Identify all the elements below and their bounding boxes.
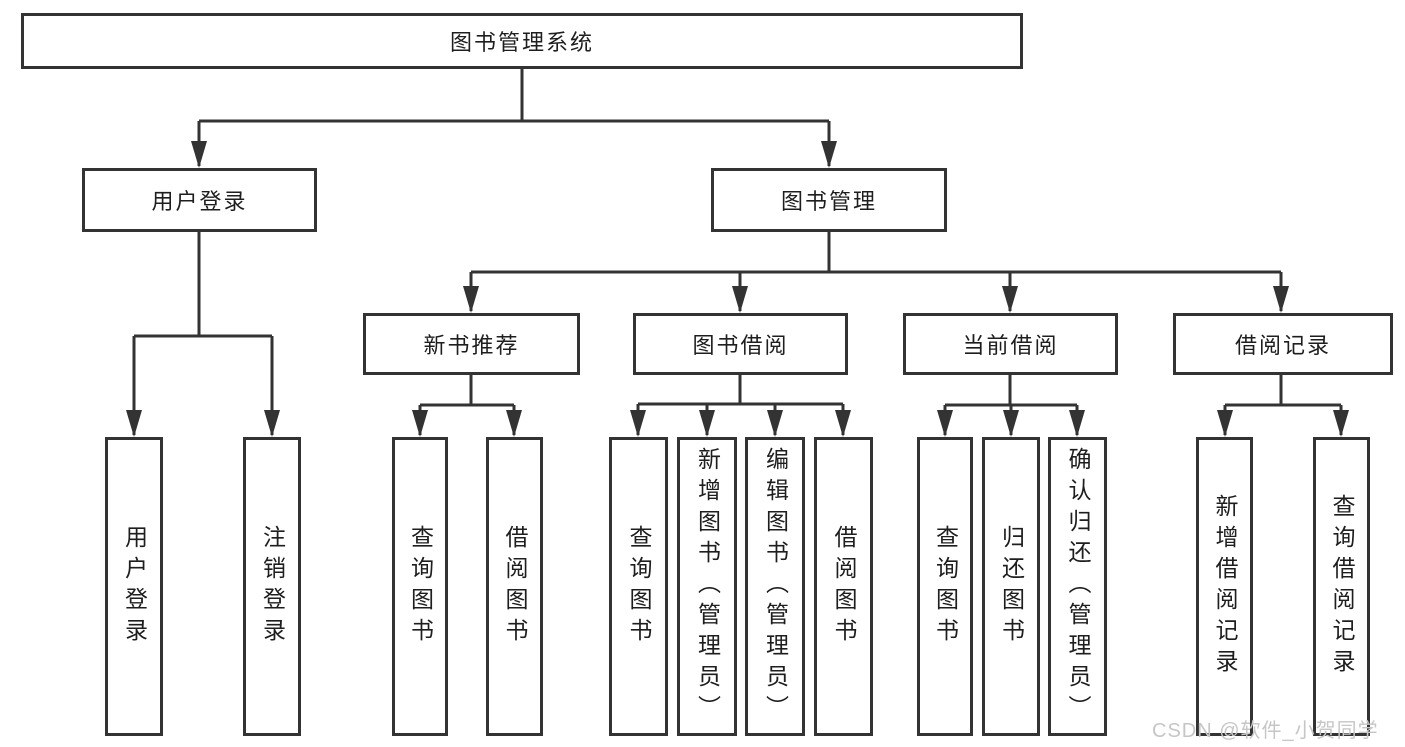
leaf-add-books-admin: 新增图书（管理员） [677, 437, 737, 736]
node-user-login-label: 用户登录 [151, 189, 248, 214]
leaf-query-books-current-label: 查询图书 [932, 524, 959, 649]
leaf-logout: 注销登录 [243, 437, 301, 736]
leaf-confirm-return-admin-label: 确认归还（管理员） [1065, 447, 1091, 726]
node-root: 图书管理系统 [21, 13, 1023, 69]
node-book-borrowing: 图书借阅 [633, 313, 848, 375]
node-borrowing-records-label: 借阅记录 [1234, 333, 1331, 358]
node-book-management: 图书管理 [711, 168, 947, 232]
leaf-edit-books-admin: 编辑图书（管理员） [745, 437, 805, 736]
leaf-borrow-books-recommend-label: 借阅图书 [502, 524, 528, 649]
leaf-query-books-recommend-label: 查询图书 [407, 524, 434, 649]
node-current-borrowing: 当前借阅 [903, 313, 1118, 375]
csdn-watermark: CSDN @软件_小贺同学 [1152, 720, 1379, 742]
leaf-edit-books-admin-label: 编辑图书（管理员） [762, 447, 789, 726]
connector-lines [132, 69, 1343, 435]
arrowheads [126, 141, 1349, 437]
leaf-borrow-books-recommend: 借阅图书 [486, 437, 543, 736]
leaf-query-borrow-record-label: 查询借阅记录 [1329, 493, 1355, 680]
leaf-add-books-admin-label: 新增图书（管理员） [694, 447, 721, 726]
node-user-login: 用户登录 [82, 168, 317, 232]
leaf-borrow-books: 借阅图书 [814, 437, 873, 736]
node-new-book-recommend-label: 新书推荐 [423, 333, 520, 358]
leaf-user-login-label: 用户登录 [121, 524, 148, 649]
leaf-borrow-books-label: 借阅图书 [831, 524, 857, 649]
leaf-confirm-return-admin: 确认归还（管理员） [1048, 437, 1107, 736]
node-book-borrowing-label: 图书借阅 [692, 333, 789, 358]
node-current-borrowing-label: 当前借阅 [962, 333, 1059, 358]
leaf-query-books-borrowing: 查询图书 [609, 437, 668, 736]
node-new-book-recommend: 新书推荐 [363, 313, 580, 375]
leaf-query-books-recommend: 查询图书 [392, 437, 448, 736]
leaf-query-borrow-record: 查询借阅记录 [1313, 437, 1370, 736]
leaf-add-borrow-record-label: 新增借阅记录 [1212, 493, 1238, 680]
leaf-logout-label: 注销登录 [259, 524, 286, 649]
leaf-return-books: 归还图书 [982, 437, 1040, 736]
leaf-return-books-label: 归还图书 [998, 524, 1025, 649]
leaf-user-login: 用户登录 [105, 437, 163, 736]
leaf-add-borrow-record: 新增借阅记录 [1196, 437, 1253, 736]
leaf-query-books-borrowing-label: 查询图书 [626, 524, 652, 649]
leaf-query-books-current: 查询图书 [917, 437, 973, 736]
node-root-label: 图书管理系统 [449, 30, 594, 55]
node-borrowing-records: 借阅记录 [1173, 313, 1393, 375]
node-book-management-label: 图书管理 [780, 189, 877, 214]
